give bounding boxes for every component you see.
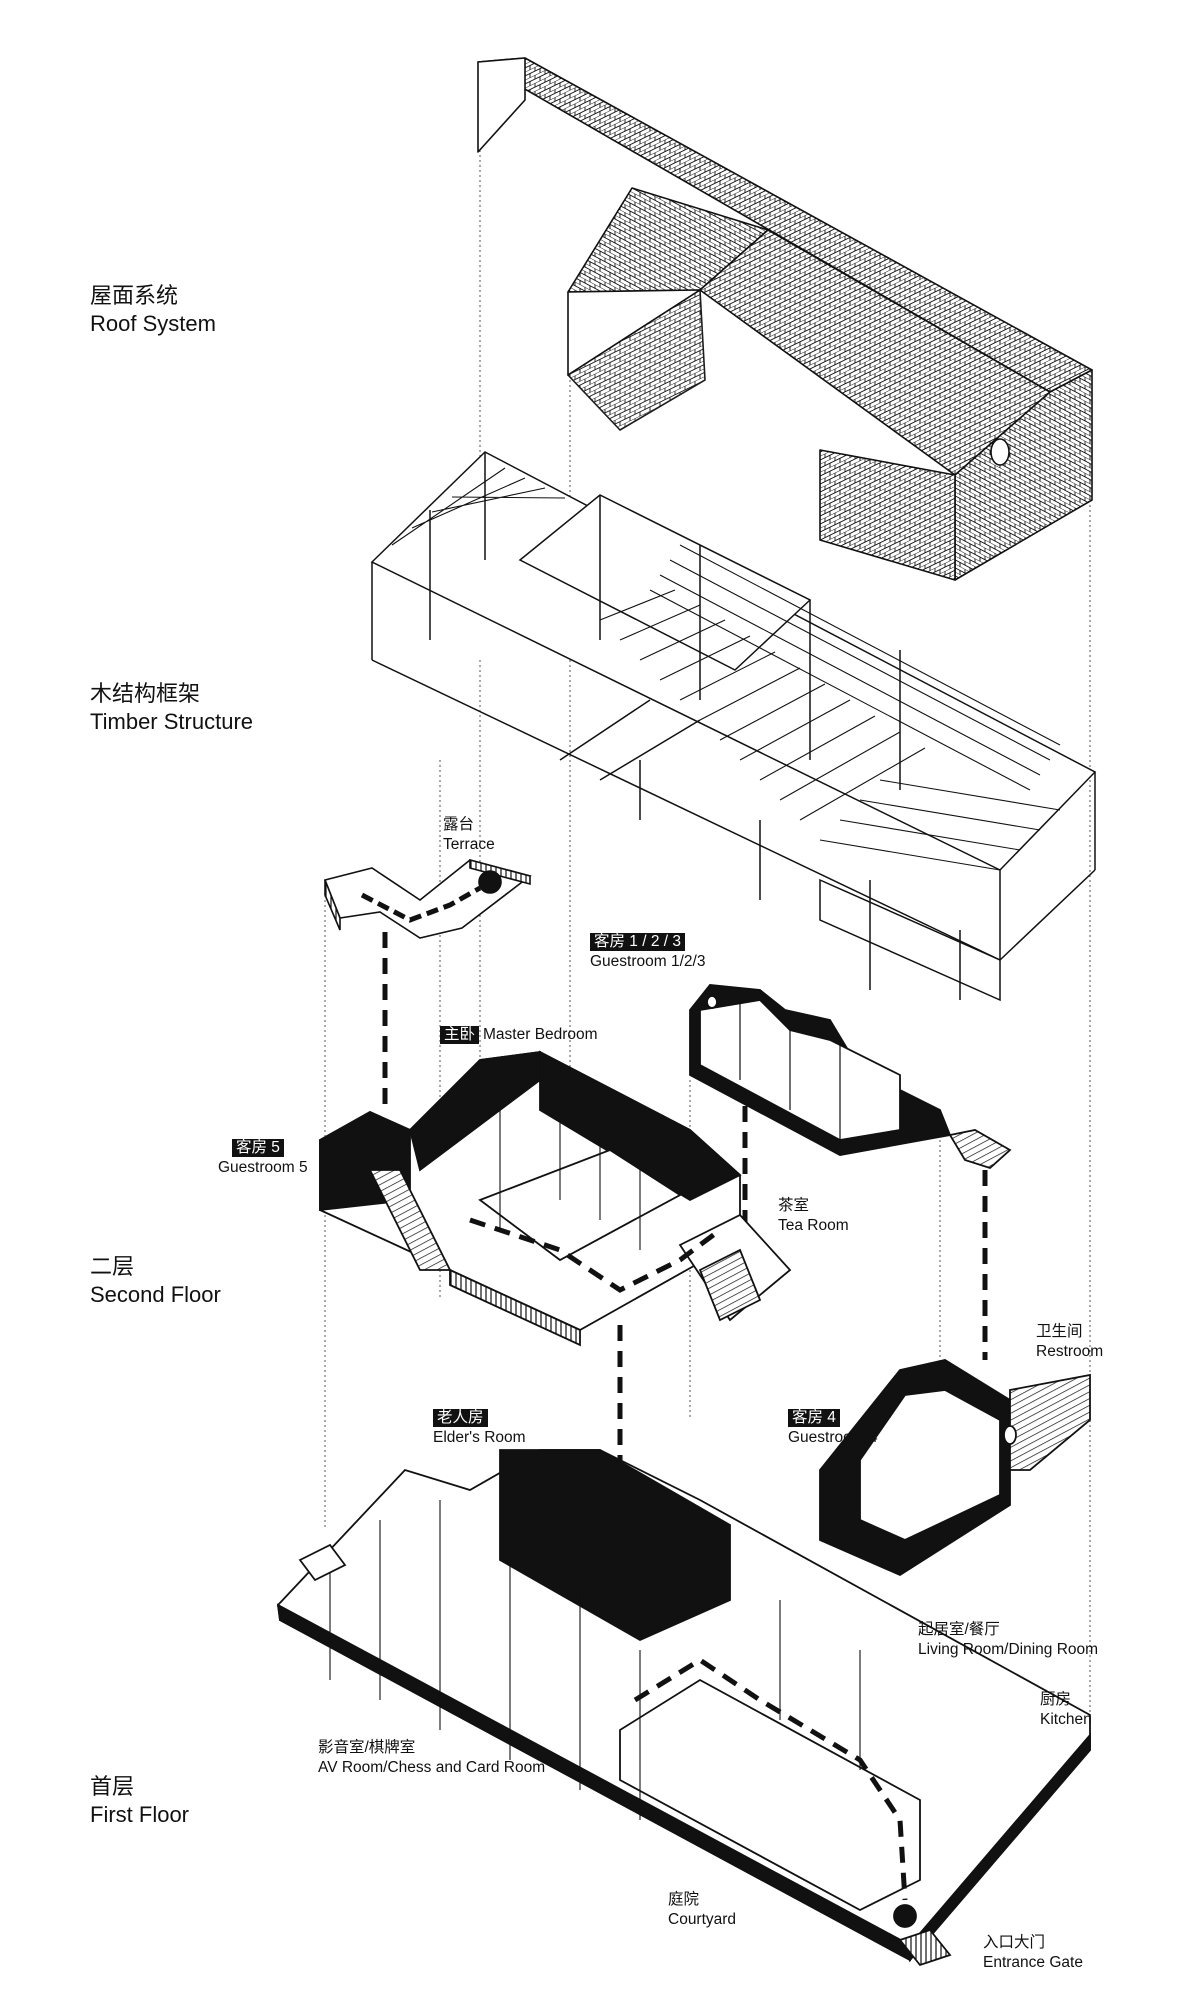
label-en: Living Room/Dining Room (918, 1641, 1099, 1658)
guestroom-block (689, 984, 1012, 1170)
level-en: First Floor (90, 1802, 189, 1827)
label-en: Kitchen (1040, 1711, 1092, 1728)
label-en: Guestroom 4 (788, 1429, 878, 1446)
level-cn: 首层 (90, 1774, 135, 1799)
timber-structure (370, 451, 1097, 1002)
label-en: Tea Room (778, 1217, 849, 1234)
level-en: Roof System (90, 311, 216, 336)
label-entrance-gate: 入口大门 Entrance Gate (983, 1933, 1083, 1973)
level-label-first: 首层 First Floor (90, 1773, 189, 1829)
label-terrace: 露台 Terrace (443, 815, 495, 855)
label-restroom: 卫生间 Restroom (1036, 1322, 1103, 1362)
label-cn: 茶室 (778, 1197, 810, 1214)
label-cn: 卫生间 (1036, 1323, 1083, 1340)
level-en: Second Floor (90, 1282, 221, 1307)
first-floor (276, 1449, 1091, 1967)
level-cn: 屋面系统 (90, 283, 179, 308)
label-guestroom-4: 客房 4 Guestroom 4 (788, 1408, 878, 1448)
guestroom-4-block (819, 1359, 1091, 1577)
label-en: Elder's Room (433, 1429, 526, 1446)
label-av-room: 影音室/棋牌室 AV Room/Chess and Card Room (318, 1738, 545, 1778)
label-guestroom-123: 客房 1 / 2 / 3 Guestroom 1/2/3 (590, 932, 705, 972)
label-tag: 客房 1 / 2 / 3 (590, 933, 686, 951)
label-tag: 老人房 (433, 1409, 488, 1427)
level-label-roof: 屋面系统 Roof System (90, 282, 216, 338)
label-tea-room: 茶室 Tea Room (778, 1196, 849, 1236)
label-cn: 入口大门 (983, 1934, 1046, 1951)
label-en: Entrance Gate (983, 1954, 1083, 1971)
level-en: Timber Structure (90, 709, 254, 734)
label-en: Terrace (443, 836, 495, 853)
label-en: Courtyard (668, 1911, 737, 1928)
label-cn: 庭院 (668, 1891, 700, 1908)
level-label-second: 二层 Second Floor (90, 1253, 221, 1309)
label-tag: 客房 5 (232, 1139, 284, 1157)
label-living-dining: 起居室/餐厅 Living Room/Dining Room (918, 1620, 1098, 1660)
level-cn: 二层 (90, 1254, 135, 1279)
level-cn: 木结构框架 (90, 681, 201, 706)
label-kitchen: 厨房 Kitchen (1040, 1690, 1092, 1730)
second-floor (319, 1050, 792, 1347)
terrace (323, 858, 532, 939)
label-en: Guestroom 1/2/3 (590, 953, 706, 970)
level-label-timber: 木结构框架 Timber Structure (90, 680, 253, 736)
label-en: AV Room/Chess and Card Room (318, 1759, 546, 1776)
label-tag: 主卧 (440, 1026, 480, 1044)
label-en: Master Bedroom (483, 1026, 598, 1043)
label-cn: 厨房 (1040, 1691, 1072, 1708)
label-en: Restroom (1036, 1343, 1104, 1360)
label-tag: 客房 4 (788, 1409, 840, 1427)
label-en: Guestroom 5 (218, 1159, 308, 1176)
label-cn: 起居室/餐厅 (918, 1621, 1000, 1638)
label-elders-room: 老人房 Elder's Room (433, 1408, 526, 1448)
roof-system (477, 57, 1093, 581)
label-cn: 露台 (443, 816, 475, 833)
label-guestroom-5: 客房 5 Guestroom 5 (218, 1138, 308, 1178)
label-courtyard: 庭院 Courtyard (668, 1890, 736, 1930)
label-cn: 影音室/棋牌室 (318, 1739, 416, 1756)
